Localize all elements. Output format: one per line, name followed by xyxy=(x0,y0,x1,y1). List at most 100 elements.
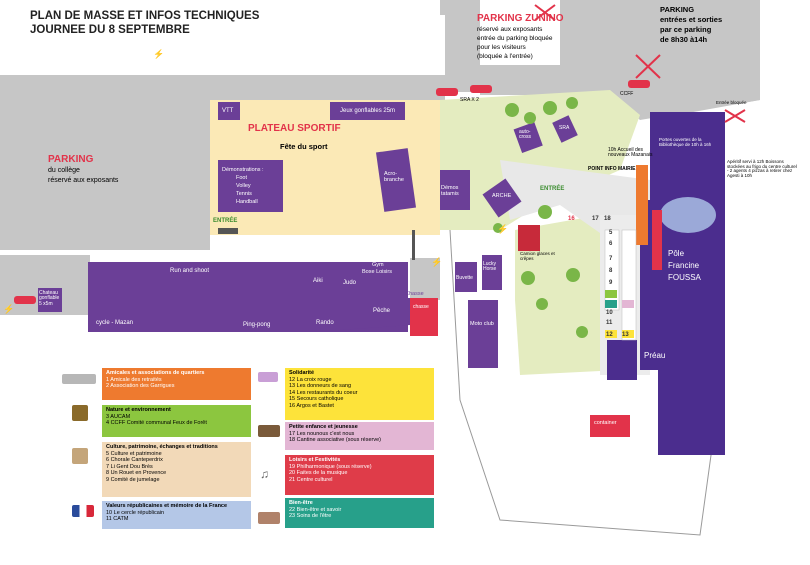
parking-right-line3: par ce parking xyxy=(660,25,712,34)
legend-item: 16 Argos et Bastet xyxy=(289,402,334,409)
parking-zunino-line2: entrée du parking bloquée xyxy=(477,35,553,42)
stand-chateau-gonflable: Chateau gonflable 5 x5m xyxy=(39,290,60,307)
legend-nature: Nature et environnement 3 AUCAM 4 CCFF C… xyxy=(102,405,251,437)
label-accueil: 10h Accueil des nouveaux Mazanais xyxy=(608,147,653,159)
stand-number-8: 8 xyxy=(609,268,613,274)
label-point-info: POINT INFO MAIRIE xyxy=(588,166,636,172)
pole-line2: Francine xyxy=(668,261,700,270)
legend-thumb-2 xyxy=(72,448,88,464)
legend-item: 3 AUCAM xyxy=(106,413,131,420)
power-icon: ⚡ xyxy=(497,224,509,234)
stand-number-11: 11 xyxy=(606,320,613,326)
legend-item: 5 Culture et patrimoine xyxy=(106,450,162,457)
legend-item: 7 Li Gent Dou Brès xyxy=(106,463,153,470)
parking-zunino-line3: pour les visiteurs xyxy=(477,44,526,51)
legend-item: 6 Chorale Canteperdrix xyxy=(106,457,163,464)
stand-boxe: Boxe Loisirs xyxy=(362,269,392,275)
legend-thumb-5 xyxy=(258,425,280,437)
legend-amicales: Amicales et associations de quartiers 1 … xyxy=(102,368,251,400)
stand-rando: Rando xyxy=(316,320,334,326)
stand-number-top-1: 17 xyxy=(592,216,599,222)
trees xyxy=(493,97,588,338)
legend-bien-etre: Bien-être 22 Bien-être et savoir 23 Soin… xyxy=(285,498,434,528)
power-icon: ⚡ xyxy=(153,49,165,59)
stand-acrobranche: Acro-branche xyxy=(384,171,404,183)
legend-item: 18 Cantine associative (sous réserve) xyxy=(289,437,382,444)
stand-number-top-0: 16 xyxy=(568,216,575,222)
power-icon: ⚡ xyxy=(431,257,443,267)
legend-loisirs: Loisirs et Festivités 19 Philharmonique … xyxy=(285,455,434,495)
stand-container: container xyxy=(594,420,617,426)
legend-item: 14 Les restaurants du coeur xyxy=(289,389,358,396)
stand-aiki: Aiki xyxy=(313,278,323,284)
pole-line1: Pôle xyxy=(668,249,685,258)
stand-judo: Judo xyxy=(343,280,357,286)
demo-item-0: Foot xyxy=(236,175,248,181)
legend-thumb-0 xyxy=(62,374,96,384)
demo-item-2: Tennis xyxy=(236,191,252,197)
label-entree: ENTRÉE xyxy=(540,186,565,192)
power-icon: ⚡ xyxy=(3,304,15,314)
label-entree-bloquee: Entrée bloquée xyxy=(716,100,747,105)
legend-thumb-flag xyxy=(72,505,94,517)
label-portes-ouvertes: Portes ouvertes de la Bibliothèque de 10… xyxy=(659,137,712,147)
legend-item: 23 Soins de l'être xyxy=(289,513,332,520)
stand-vtt: VTT xyxy=(222,108,234,114)
legend-title: Bien-être xyxy=(289,500,313,506)
legend-item: 13 Les donneurs de sang xyxy=(289,383,352,390)
legend-valeurs: Valeurs républicaines et mémoire de la F… xyxy=(102,501,251,529)
stand-sra: SRA xyxy=(559,125,570,131)
legend-item: 1 Amicale des retraités xyxy=(106,376,162,383)
stand-cycle-mazan: cycle - Mazan xyxy=(96,320,134,326)
parking-college-line2: réservé aux exposants xyxy=(48,177,119,184)
legend-item: 22 Bien-être et savoir xyxy=(289,506,342,513)
parking-college-title: PARKING xyxy=(48,154,94,165)
legend-item: 17 Les nounous c'est nous xyxy=(289,430,355,437)
legend-title: Petite enfance et jeunesse xyxy=(289,424,358,430)
legend-item: 11 CATM xyxy=(106,516,129,523)
stand-demos-tatamis: Démos tatamis xyxy=(441,185,459,197)
stand-run-and-shoot: Run and shoot xyxy=(170,268,210,274)
parking-right-line1: PARKING xyxy=(660,5,695,14)
legend-item: 12 La croix rouge xyxy=(289,376,332,383)
road-top xyxy=(0,75,445,100)
plateau-subtitle: Fête du sport xyxy=(280,142,328,151)
stand-chasse-red: chasse xyxy=(413,304,429,310)
legend-title: Valeurs républicaines et mémoire de la F… xyxy=(106,503,228,509)
legend-item: 4 CCFF Comité communal Feux de Forêt xyxy=(106,420,207,427)
stand-chasse: Chasse xyxy=(405,291,424,297)
stand-moto-club: Moto club xyxy=(470,321,494,327)
legend-title: Loisirs et Festivités xyxy=(289,457,341,463)
stand-peche: Pêche xyxy=(373,308,391,314)
plateau-entree: ENTRÉE xyxy=(213,218,238,224)
stand-gym: Gym xyxy=(372,262,384,268)
parking-right-line2: entrées et sorties xyxy=(660,15,723,24)
legend-item: 19 Philharmonique (sous réserve) xyxy=(289,463,372,470)
stand-number-10: 10 xyxy=(606,310,613,316)
legend-thumb-7 xyxy=(258,512,280,524)
legend-culture: Culture, patrimoine, échanges et traditi… xyxy=(102,442,251,497)
label-aperitif: Apéritif servi à 12h Boissons stockées a… xyxy=(727,159,797,179)
stand-number-13: 13 xyxy=(622,332,629,338)
legend-title: Culture, patrimoine, échanges et traditi… xyxy=(106,444,218,450)
stand-number-7: 7 xyxy=(609,256,613,262)
stand-lucky-horse: Lucky Horse xyxy=(483,261,497,273)
legend-item: 2 Association des Garrigues xyxy=(106,383,175,390)
label-ccff: CCFF xyxy=(620,91,634,97)
parking-zunino-line1: réservé aux exposants xyxy=(477,26,543,33)
parking-college-area xyxy=(0,100,210,250)
parking-zunino-line4: (bloquée à l'entrée) xyxy=(477,53,533,60)
parking-college-line1: du collège xyxy=(48,167,80,174)
label-preau: Préau xyxy=(644,351,666,360)
legend-item: 15 Secours catholique xyxy=(289,396,344,403)
legend-item: 20 Faites de la musique xyxy=(289,470,348,477)
demos-title: Démonstrations : xyxy=(222,167,264,173)
legend-item: 8 Un Rouet en Provence xyxy=(106,470,167,477)
legend-item: 10 Le cercle républicain xyxy=(106,509,165,516)
page-subtitle: JOURNEE DU 8 SEPTEMBRE xyxy=(30,24,190,36)
stand-number-6: 6 xyxy=(609,241,613,247)
parking-zunino-title: PARKING ZUNINO xyxy=(477,13,564,24)
legend-title: Amicales et associations de quartiers xyxy=(106,370,205,376)
